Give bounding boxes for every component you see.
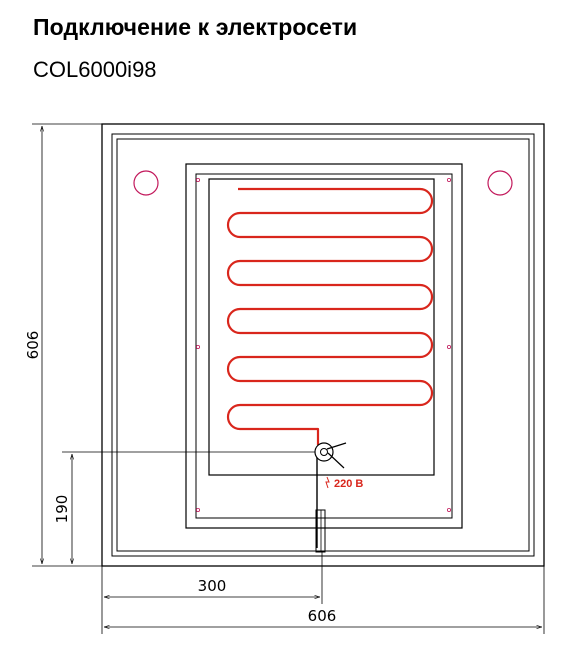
dimension-lines [32, 123, 545, 634]
screw-dot [195, 177, 200, 182]
model-name: COL6000i98 [33, 57, 157, 82]
mirror-outer-frame [101, 123, 545, 567]
screw-dot [195, 344, 200, 349]
page-title: Подключение к электросети [33, 14, 358, 40]
mount-hole-right [487, 170, 513, 196]
dim-label-outlet-offset: 300 [198, 577, 227, 595]
cable-box [315, 509, 326, 553]
mount-holes [133, 170, 513, 512]
screw-dot [446, 344, 451, 349]
heating-panel-outer [185, 163, 463, 529]
mirror-outline [101, 123, 545, 567]
voltage-arrow-icon [325, 476, 330, 489]
dim-label-total-height: 606 [24, 331, 42, 360]
power-cable [315, 453, 327, 553]
heating-panel [185, 163, 463, 529]
screw-dot [446, 507, 451, 512]
screw-dot [195, 507, 200, 512]
dim-label-total-width: 606 [308, 607, 337, 625]
heating-panel-inner [195, 173, 453, 519]
mount-hole-left [133, 170, 159, 196]
voltage-label: 220 В [334, 478, 363, 490]
heating-cable [226, 187, 434, 445]
mirror-inner-frame-1 [111, 133, 535, 557]
screw-dot [446, 177, 451, 182]
mirror-inner-frame-2 [116, 138, 530, 552]
dim-label-outlet-height: 190 [53, 495, 71, 524]
heating-element-area [208, 178, 435, 476]
socket-icon [314, 442, 347, 469]
